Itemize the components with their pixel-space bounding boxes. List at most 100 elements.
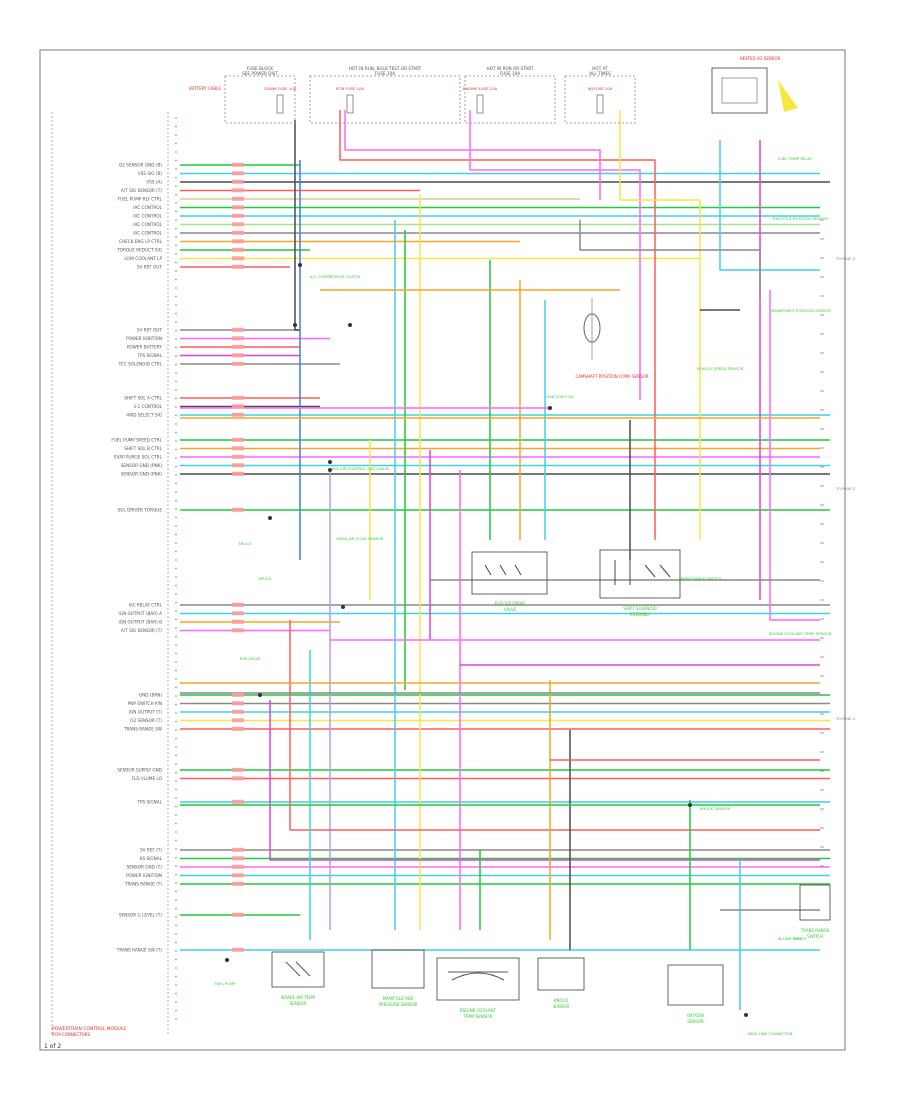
fuse-block-outline bbox=[224, 75, 296, 124]
fuse-block-outline bbox=[464, 75, 556, 124]
wire-tag bbox=[232, 327, 244, 332]
splice-dot bbox=[341, 605, 345, 609]
component-layer bbox=[175, 67, 831, 1020]
pcm-pin-marker bbox=[175, 593, 177, 595]
pcm-pin-marker bbox=[175, 236, 177, 238]
splice-dot bbox=[688, 803, 692, 807]
routed-wire bbox=[719, 140, 820, 271]
pin-label: SENSOR G LEVEL (T) bbox=[119, 913, 163, 918]
pin-label: LOW COOLANT LP bbox=[124, 256, 162, 261]
pcm-pin-marker bbox=[175, 907, 177, 910]
wire-tag bbox=[232, 454, 244, 459]
wire-tag bbox=[232, 847, 244, 852]
wire-layer bbox=[180, 110, 830, 1010]
splice-dot bbox=[225, 958, 229, 962]
pin-label: POWER BATTERY bbox=[127, 345, 163, 350]
pcm-pin-marker bbox=[175, 380, 177, 383]
splice-dot bbox=[348, 323, 352, 327]
green-note: FUEL PUMP bbox=[214, 981, 236, 986]
pcm-pin-marker bbox=[175, 321, 177, 323]
pcm-pin-marker bbox=[175, 873, 177, 876]
routed-wire bbox=[339, 110, 656, 540]
green-note: IDLE AIR CONTROL (IAC) VALVE bbox=[330, 466, 390, 471]
wire-tag bbox=[232, 767, 244, 772]
pin-label: VSS (A) bbox=[146, 180, 162, 185]
pcm-pin-marker bbox=[175, 788, 177, 791]
pin-label: POWER IGNITION bbox=[126, 873, 162, 878]
pcm-pin-marker bbox=[175, 457, 177, 459]
pin-label: FLD VLUME LO bbox=[132, 776, 163, 781]
mid-component-title: SHIFT SOLENOID bbox=[623, 606, 657, 611]
pin-label: FUEL PUMP RLY CTRL bbox=[118, 197, 163, 202]
bottom-component-subtitle: SWITCH bbox=[807, 934, 823, 939]
wire-tag bbox=[232, 412, 244, 417]
wire-tag bbox=[232, 446, 244, 451]
fuse-icon bbox=[276, 94, 284, 114]
pcm-pin-marker bbox=[175, 805, 177, 808]
fuse-block-subtitle: FUSE 10A bbox=[375, 71, 395, 76]
pcm-pin-marker bbox=[175, 984, 177, 986]
bottom-component-subtitle: TEMP SENSOR bbox=[463, 1014, 493, 1019]
wire-tag bbox=[232, 205, 244, 210]
pcm-pin-marker bbox=[175, 1009, 177, 1012]
pin-label: TRANS RANGE (T) bbox=[124, 882, 162, 887]
coolant-sensor-icon bbox=[448, 971, 508, 981]
pin-label: IAC CONTROL bbox=[133, 214, 162, 219]
pcm-pin-marker bbox=[175, 185, 177, 187]
pcm-pin-marker bbox=[175, 941, 177, 944]
routed-wire bbox=[269, 700, 820, 861]
pcm-pin-marker bbox=[175, 117, 177, 119]
green-note: MASS AIR FLOW SENSOR bbox=[336, 536, 384, 541]
iat-sensor-icon bbox=[285, 961, 311, 977]
pin-label: GND (BRN) bbox=[139, 693, 162, 698]
pcm-pin-marker bbox=[175, 202, 177, 204]
pcm-pin-marker bbox=[175, 168, 177, 170]
fuse-block-subtitle: ALL TIMES bbox=[589, 71, 611, 76]
pin-label: SENSOR GND (PNK) bbox=[121, 463, 163, 468]
splice-dot bbox=[328, 460, 332, 464]
pcm-pin-marker bbox=[175, 134, 177, 136]
pcm-pin-marker bbox=[175, 355, 177, 357]
pcm-pin-marker bbox=[175, 448, 177, 451]
splice-dot bbox=[744, 1013, 748, 1017]
pcm-pin-marker bbox=[175, 848, 177, 850]
pin-label: O2 SENSOR (T) bbox=[130, 718, 162, 723]
pcm-pin-marker bbox=[175, 227, 177, 230]
pcm-pin-marker bbox=[175, 967, 177, 969]
wire-tag bbox=[232, 256, 244, 261]
pcm-pin-marker bbox=[175, 270, 177, 272]
green-note: DATA LINK CONNECTOR bbox=[747, 1031, 792, 1036]
wire-tag bbox=[232, 507, 244, 512]
red-note: CAMSHAFT POSITION (CMP) SENSOR bbox=[575, 374, 648, 379]
wire-tag bbox=[232, 395, 244, 400]
pcm-pin-marker bbox=[175, 780, 177, 782]
page-number: 1 of 2 bbox=[44, 1043, 61, 1050]
warning-flag-icon bbox=[778, 80, 798, 112]
pin-label: 4WD SELECT SIG bbox=[126, 413, 162, 418]
wire-tag bbox=[232, 873, 244, 878]
wire-tag bbox=[232, 222, 244, 227]
pcm-pin-marker bbox=[175, 210, 177, 213]
fuse-icon bbox=[596, 94, 604, 114]
relay-coil-icon bbox=[721, 77, 758, 104]
pin-label: PNP SWITCH P/N bbox=[128, 701, 162, 706]
pin-label: TORQUE REDUCT SIG bbox=[116, 248, 162, 253]
pcm-pin-marker bbox=[175, 406, 177, 408]
pcm-pin-marker bbox=[175, 737, 177, 740]
module-label: POWERTRAIN CONTROL MODULE bbox=[52, 1026, 126, 1032]
pcm-pin-marker bbox=[175, 890, 177, 893]
pcm-pin-marker bbox=[175, 958, 177, 961]
green-note: KNOCK SENSOR bbox=[700, 806, 731, 811]
green-note: TRANS RANGE SWITCH bbox=[677, 576, 721, 581]
pcm-pin-marker bbox=[175, 933, 177, 935]
pcm-pin-marker bbox=[175, 831, 177, 833]
pcm-pin-marker bbox=[175, 338, 177, 340]
switch-contact-icon bbox=[484, 564, 522, 576]
diagram-frame bbox=[39, 49, 846, 1051]
mid-component-subtitle: ASSEMBLY bbox=[630, 612, 651, 617]
pcm-pin-marker bbox=[175, 414, 177, 417]
pcm-pin-marker bbox=[175, 627, 177, 629]
pcm-pin-marker bbox=[175, 950, 177, 952]
wire-tag bbox=[232, 471, 244, 476]
pin-label: 5V REF OUT bbox=[137, 265, 163, 270]
